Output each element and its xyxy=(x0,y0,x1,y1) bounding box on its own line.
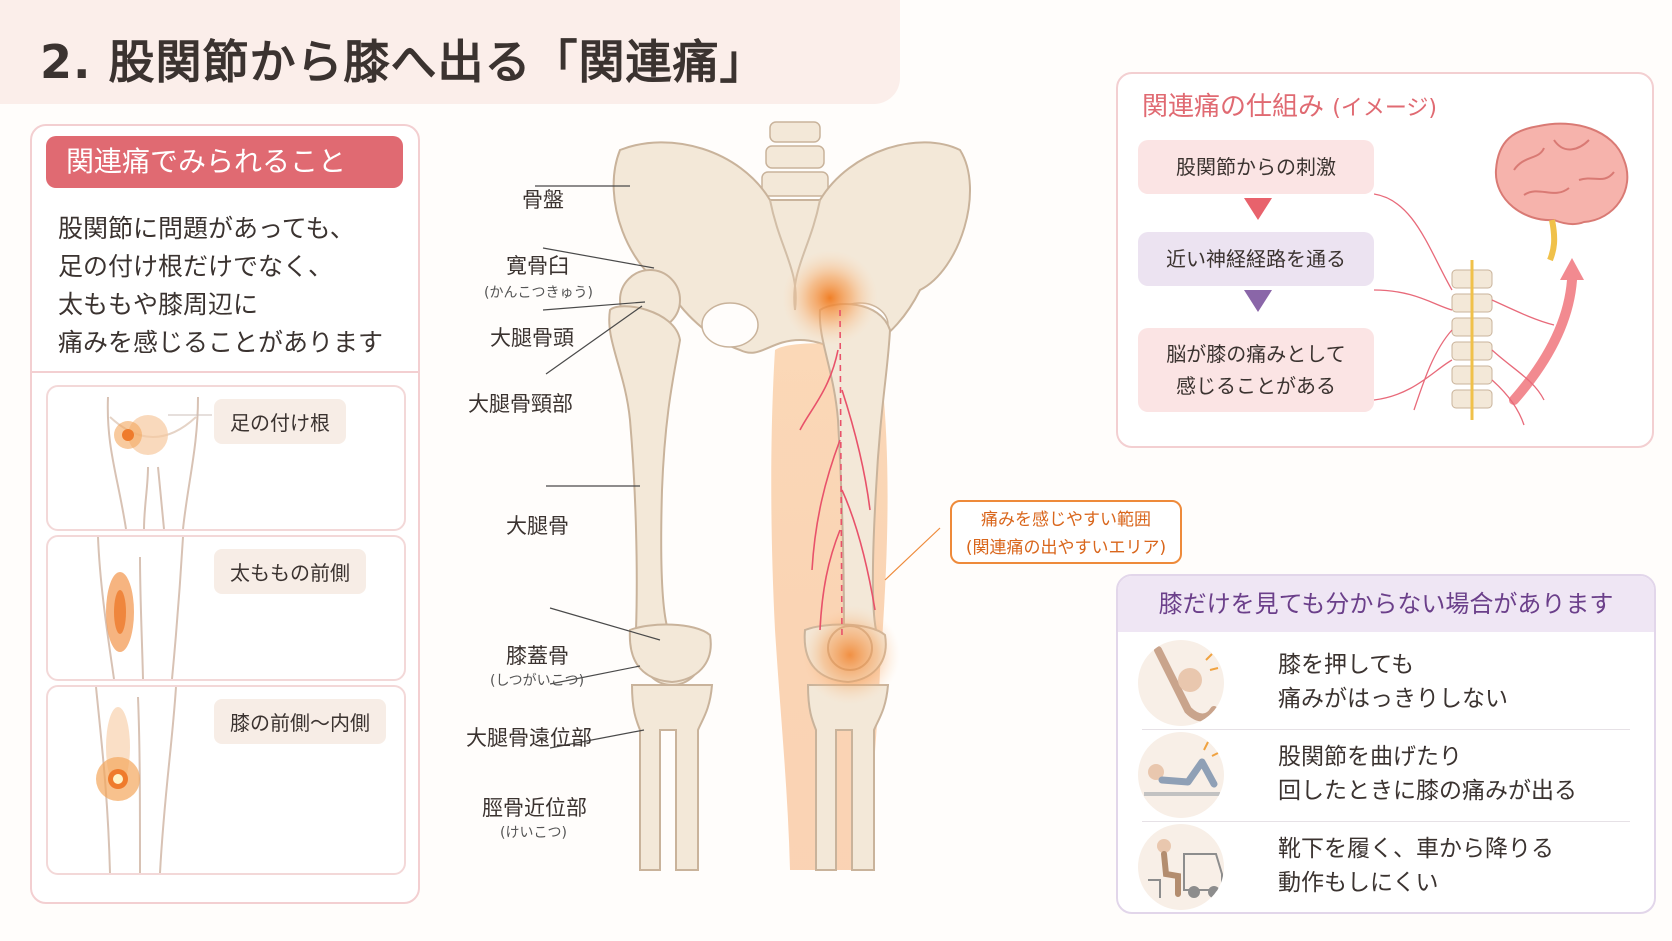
brain-spine-illustration xyxy=(1374,122,1629,426)
mechanism-step-2: 近い神経経路を通る xyxy=(1138,232,1374,286)
label-acetabulum: 寛骨臼 xyxy=(506,254,569,278)
mechanism-step-1: 股関節からの刺激 xyxy=(1138,140,1374,194)
knee-row-3: 靴下を履く、車から降りる 動作もしにくい xyxy=(1118,820,1654,910)
mechanism-step-3: 脳が膝の痛みとして 感じることがある xyxy=(1138,328,1374,412)
label-patella-reading: (しつがいこつ) xyxy=(490,673,585,689)
divider xyxy=(1142,821,1630,822)
knee-row-text: 靴下を履く、車から降りる 動作もしにくい xyxy=(1278,832,1554,900)
page-title: 2. 股関節から膝へ出る「関連痛」 xyxy=(40,35,767,89)
left-femur-illustration xyxy=(608,269,714,871)
label-acetabulum-reading: (かんこつきゅう) xyxy=(484,285,593,301)
referred-pain-findings-panel: 関連痛でみられること 股関節に問題があっても、 足の付け根だけでなく、 太ももや… xyxy=(30,124,420,904)
row-line: 靴下を履く、車から降りる xyxy=(1278,836,1554,862)
spine-illustration xyxy=(761,121,829,197)
row-line: 回したときに膝の痛みが出る xyxy=(1278,778,1577,804)
arrow-down-icon xyxy=(1244,198,1272,220)
knee-assessment-panel: 膝だけを見ても分からない場合があります 膝を押しても 痛みがはっきりしない 股関… xyxy=(1116,574,1656,914)
pain-location-label: 太ももの前側 xyxy=(214,549,366,594)
mechanism-title-text: 関連痛の仕組み xyxy=(1142,92,1325,122)
label-femoral-neck: 大腿骨頸部 xyxy=(468,392,573,416)
front-thigh-illustration xyxy=(97,537,184,679)
groin-illustration xyxy=(106,396,212,529)
hip-leg-anatomy-diagram xyxy=(535,121,971,871)
knee-illustration xyxy=(95,687,177,873)
step-text: 脳が膝の痛みとして xyxy=(1166,342,1346,366)
description-line: 足の付け根だけでなく、 xyxy=(58,252,334,281)
description-line: 痛みを感じることがあります xyxy=(58,328,384,357)
knee-row-1: 膝を押しても 痛みがはっきりしない xyxy=(1118,636,1654,730)
brain-icon xyxy=(1494,122,1629,262)
pain-location-label: 足の付け根 xyxy=(214,399,346,444)
pain-area-callout: 痛みを感じやすい範囲 (関連痛の出やすいエリア) xyxy=(950,500,1182,564)
nerve-pathway xyxy=(799,309,876,641)
row-line: 股関節を曲げたり xyxy=(1278,744,1462,770)
mechanism-title-suffix: (イメージ) xyxy=(1332,96,1438,121)
label-patella: 膝蓋骨 xyxy=(506,644,569,668)
spinal-column-icon xyxy=(1451,260,1493,420)
hip-pain-glow xyxy=(782,250,878,346)
label-pelvis: 骨盤 xyxy=(522,188,564,212)
pain-location-label: 膝の前側〜内側 xyxy=(214,699,386,744)
label-distal-femur: 大腿骨遠位部 xyxy=(466,726,592,750)
pain-location-card-groin: 足の付け根 xyxy=(46,385,406,531)
description-line: 股関節に問題があっても、 xyxy=(58,214,355,243)
pain-area-line1: 痛みを感じやすい範囲 xyxy=(981,510,1151,530)
description-line: 太ももや膝周辺に xyxy=(58,290,259,319)
pain-location-list: 足の付け根 太ももの前側 膝の前側〜内側 xyxy=(32,371,418,904)
pain-area-line2: (関連痛の出やすいエリア) xyxy=(965,538,1167,558)
signal-arrow xyxy=(1509,275,1577,405)
pain-location-card-front-thigh: 太ももの前側 xyxy=(46,535,406,681)
knee-row-2: 股関節を曲げたり 回したときに膝の痛みが出る xyxy=(1118,728,1654,822)
knee-row-text: 股関節を曲げたり 回したときに膝の痛みが出る xyxy=(1278,740,1577,808)
row-line: 痛みがはっきりしない xyxy=(1278,686,1508,712)
findings-description: 股関節に問題があっても、 足の付け根だけでなく、 太ももや膝周辺に 痛みを感じる… xyxy=(58,210,383,362)
label-femoral-head: 大腿骨頭 xyxy=(490,326,574,350)
lying-hip-flex-icon xyxy=(1138,732,1224,818)
label-proximal-tibia: 脛骨近位部 xyxy=(482,796,587,820)
referred-pain-mechanism-panel: 関連痛の仕組み (イメージ) 股関節からの刺激 近い神経経路を通る 脳が膝の痛み… xyxy=(1116,72,1654,448)
knee-pain-glow xyxy=(800,605,900,705)
car-exit-icon xyxy=(1138,824,1224,910)
row-line: 膝を押しても xyxy=(1278,652,1415,678)
label-tibia-reading: (けいこつ) xyxy=(500,825,567,841)
divider xyxy=(1142,729,1630,730)
label-leader-lines xyxy=(535,185,941,749)
mechanism-title: 関連痛の仕組み (イメージ) xyxy=(1142,86,1437,123)
step-text: 感じることがある xyxy=(1176,374,1336,398)
arrow-down-icon xyxy=(1244,290,1272,312)
knee-row-text: 膝を押しても 痛みがはっきりしない xyxy=(1278,648,1508,716)
title-banner: 2. 股関節から膝へ出る「関連痛」 xyxy=(0,0,900,104)
pain-location-card-knee: 膝の前側〜内側 xyxy=(46,685,406,875)
label-femur: 大腿骨 xyxy=(506,514,569,538)
knee-press-icon xyxy=(1138,640,1224,726)
findings-header: 関連痛でみられること xyxy=(46,136,403,188)
step-text: 股関節からの刺激 xyxy=(1176,155,1336,179)
row-line: 動作もしにくい xyxy=(1278,870,1439,896)
knee-panel-header: 膝だけを見ても分からない場合があります xyxy=(1118,576,1654,632)
step-text: 近い神経経路を通る xyxy=(1166,247,1346,271)
